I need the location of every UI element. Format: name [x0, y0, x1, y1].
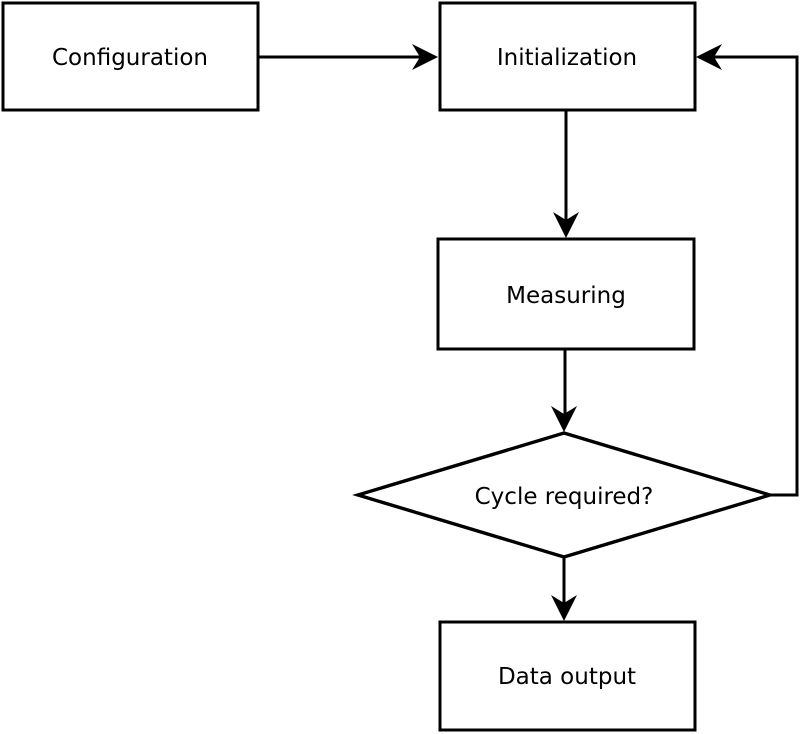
- initialization-node: [438, 1, 697, 112]
- edge-cycle-required-to-initialization-feedback: [711, 55, 799, 497]
- arrowhead-right-into-initialization: [412, 44, 438, 70]
- data-output-label: Data output: [498, 664, 636, 690]
- initialization-label: Initialization: [497, 45, 637, 71]
- cycle-required-label: Cycle required?: [475, 484, 654, 510]
- configuration-label: Configuration: [52, 45, 208, 71]
- arrowhead-left-into-initialization: [696, 44, 722, 70]
- data-output-node: [438, 620, 697, 732]
- arrowhead-down-into-measuring: [553, 212, 579, 238]
- cycle-required-decision-node: [352, 431, 776, 559]
- measuring-node: [436, 237, 696, 351]
- measuring-label: Measuring: [506, 283, 626, 309]
- arrowhead-down-into-data-output: [551, 595, 577, 621]
- configuration-node: [1, 1, 260, 112]
- arrowhead-down-into-cycle-required: [551, 406, 577, 432]
